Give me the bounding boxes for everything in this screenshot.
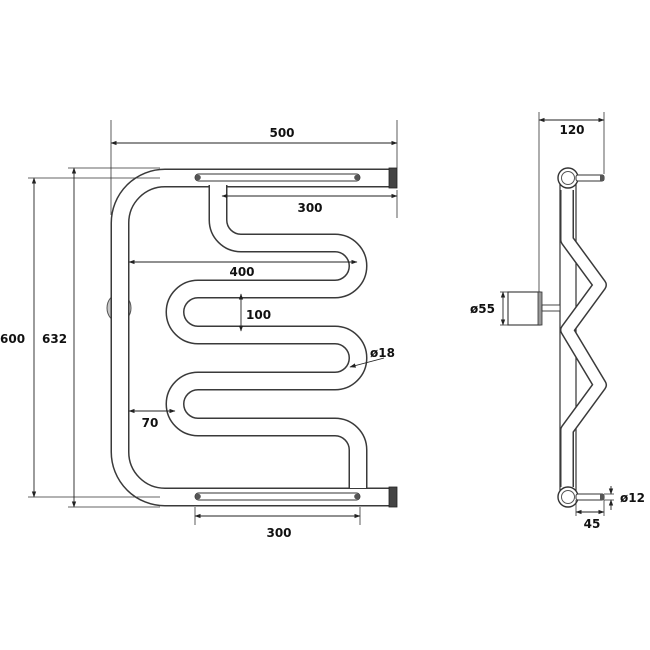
- front-view: 500 300 400 100 ø18 70 300: [0, 120, 398, 540]
- label-300-bottom: 300: [266, 526, 291, 540]
- side-coil: [560, 190, 607, 487]
- top-end-cap: [388, 167, 398, 189]
- top-bar-slot: [194, 173, 361, 182]
- bottom-bar-slot: [194, 492, 361, 501]
- main-tube: [110, 168, 392, 507]
- label-70: 70: [142, 416, 159, 430]
- serpentine-coil: [165, 185, 368, 488]
- label-120: 120: [559, 123, 584, 137]
- bottom-end-cap: [388, 486, 398, 508]
- dimension-500: [110, 120, 398, 215]
- label-600: 600: [0, 332, 25, 346]
- side-bottom-pin: [575, 493, 605, 501]
- label-18: ø18: [370, 346, 395, 360]
- side-wall-flange: [507, 291, 541, 326]
- dimension-55: [500, 291, 508, 326]
- dimension-12: [604, 486, 614, 510]
- dimension-300-top: [221, 190, 398, 218]
- dimension-632: [68, 167, 160, 508]
- dimension-18-leader: [349, 357, 385, 368]
- dimension-45: [575, 500, 605, 516]
- label-300-top: 300: [297, 201, 322, 215]
- label-45: 45: [584, 517, 601, 531]
- label-55: ø55: [470, 302, 495, 316]
- label-12: ø12: [620, 491, 645, 505]
- side-top-pin: [575, 174, 605, 182]
- label-632: 632: [42, 332, 67, 346]
- dimension-600: [28, 177, 160, 498]
- label-400: 400: [229, 265, 254, 279]
- dimension-120: [538, 112, 605, 292]
- dimension-300-bottom: [194, 507, 361, 525]
- label-500: 500: [269, 126, 294, 140]
- label-100: 100: [246, 308, 271, 322]
- side-view: 120 ø55 ø12 45: [470, 112, 645, 531]
